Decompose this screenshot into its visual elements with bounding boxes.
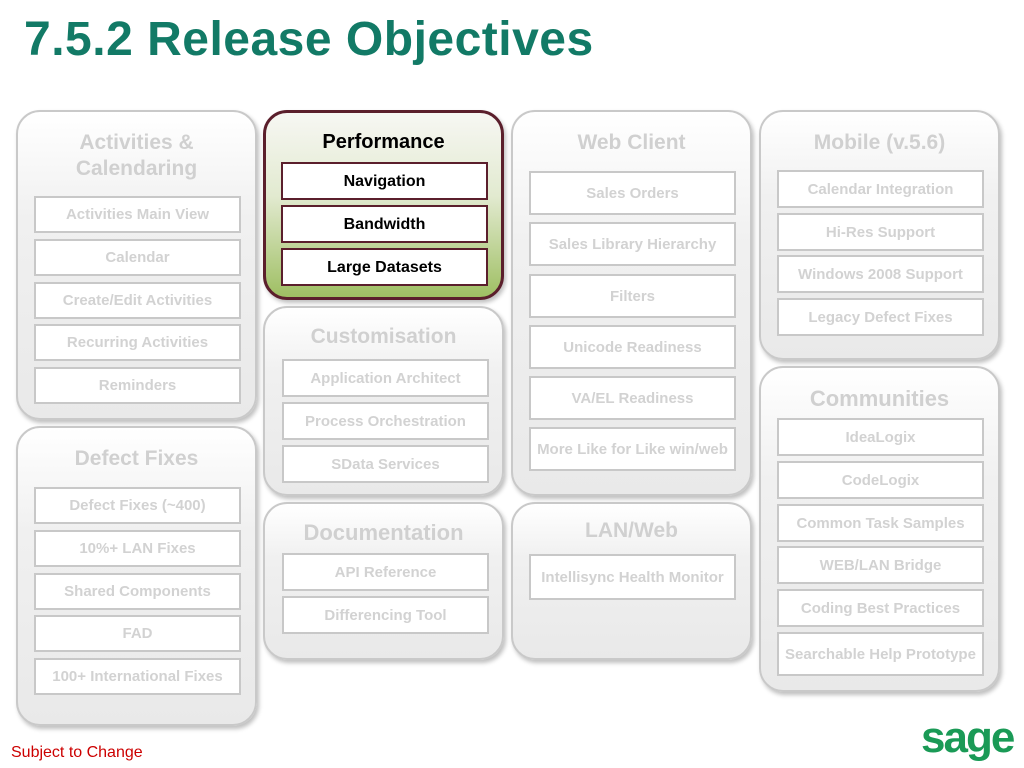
process-orchestration-item: Process Orchestration [282,402,489,440]
activities-calendaring-panel: Activities & Calendaring Activities Main… [16,110,257,420]
defect-fixes-count-item: Defect Fixes (~400) [34,487,241,524]
mobile-heading: Mobile (v.5.6) [813,131,946,154]
hi-res-support-item: Hi-Res Support [777,213,984,251]
coding-best-practices-item: Coding Best Practices [777,589,984,627]
documentation-heading: Documentation [303,520,464,545]
activities-main-view-item: Activities Main View [34,196,241,233]
calendar-integration-item: Calendar Integration [777,170,984,208]
subject-to-change-note: Subject to Change [11,744,143,761]
calendar-item: Calendar [34,239,241,276]
lan-web-heading: LAN/Web [585,519,678,542]
lan-web-panel: LAN/Web Intellisync Health Monitor [511,502,752,660]
large-datasets-item: Large Datasets [281,248,488,286]
like-for-like-item: More Like for Like win/web [529,427,736,471]
create-edit-activities-item: Create/Edit Activities [34,282,241,319]
navigation-item: Navigation [281,162,488,200]
performance-panel: Performance Navigation Bandwidth Large D… [263,110,504,300]
intellisync-health-monitor-item: Intellisync Health Monitor [529,554,736,600]
customisation-panel: Customisation Application Architect Proc… [263,306,504,496]
application-architect-item: Application Architect [282,359,489,397]
communities-heading: Communities [809,386,950,411]
international-fixes-item: 100+ International Fixes [34,658,241,695]
performance-heading: Performance [322,131,445,153]
sage-logo: sage [921,713,1015,762]
page-title: 7.5.2 Release Objectives [24,13,594,66]
bandwidth-item: Bandwidth [281,205,488,243]
defect-fixes-heading: Defect Fixes [74,447,199,470]
idealogix-item: IdeaLogix [777,418,984,456]
codelogix-item: CodeLogix [777,461,984,499]
va-el-readiness-item: VA/EL Readiness [529,376,736,420]
web-lan-bridge-item: WEB/LAN Bridge [777,546,984,584]
differencing-tool-item: Differencing Tool [282,596,489,634]
web-client-panel: Web Client Sales Orders Sales Library Hi… [511,110,752,496]
api-reference-item: API Reference [282,553,489,591]
recurring-activities-item: Recurring Activities [34,324,241,361]
documentation-panel: Documentation API Reference Differencing… [263,502,504,660]
customisation-heading: Customisation [310,325,457,348]
communities-panel: Communities IdeaLogix CodeLogix Common T… [759,366,1000,692]
unicode-readiness-item: Unicode Readiness [529,325,736,369]
sales-library-hierarchy-item: Sales Library Hierarchy [529,222,736,266]
mobile-panel: Mobile (v.5.6) Calendar Integration Hi-R… [759,110,1000,360]
web-client-heading: Web Client [577,131,686,154]
reminders-item: Reminders [34,367,241,404]
sdata-services-item: SData Services [282,445,489,483]
legacy-defect-fixes-item: Legacy Defect Fixes [777,298,984,336]
fad-item: FAD [34,615,241,652]
defect-fixes-panel: Defect Fixes Defect Fixes (~400) 10%+ LA… [16,426,257,726]
searchable-help-prototype-item: Searchable Help Prototype [777,632,984,676]
sales-orders-item: Sales Orders [529,171,736,215]
lan-fixes-item: 10%+ LAN Fixes [34,530,241,567]
common-task-samples-item: Common Task Samples [777,504,984,542]
shared-components-item: Shared Components [34,573,241,610]
filters-item: Filters [529,274,736,318]
windows-2008-support-item: Windows 2008 Support [777,255,984,293]
activities-calendaring-heading: Activities & Calendaring [75,131,198,180]
